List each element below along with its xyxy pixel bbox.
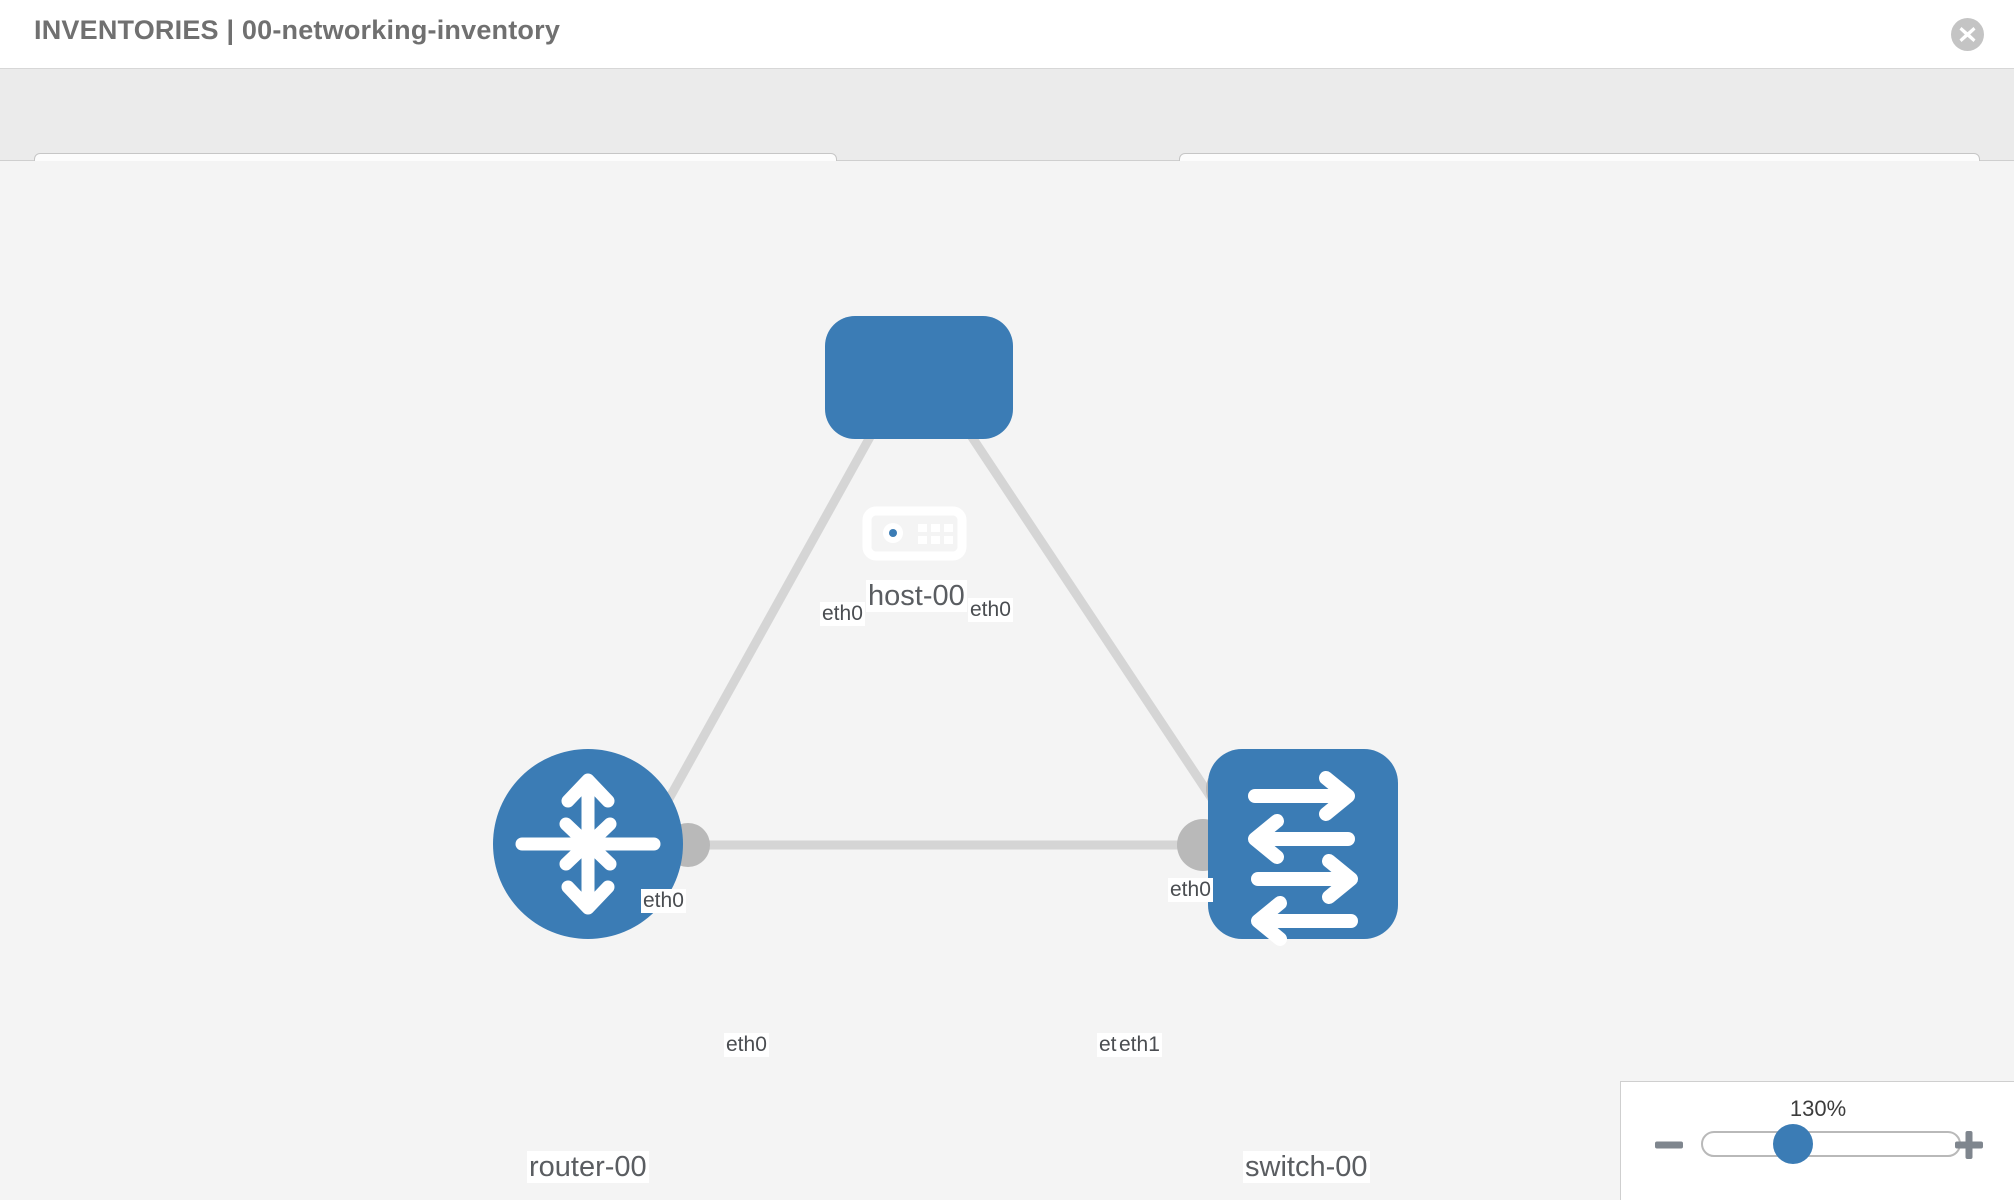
page-title: INVENTORIES | 00-networking-inventory [34,15,561,45]
zoom-slider-track[interactable] [1701,1131,1961,1157]
edge-label-router00-eth0: eth0 [724,1033,769,1058]
topology-graph [493,316,1398,946]
zoom-control-panel: 130% [1620,1081,2014,1200]
zoom-slider-thumb[interactable] [1773,1124,1813,1164]
topology-toolbar: ACTIONS SEARCH [0,69,2014,207]
edge-label-host00-eth0-left: eth0 [820,602,865,627]
zoom-percent-label: 130% [1789,1096,1847,1121]
node-label-switch-00: switch-00 [1243,1151,1370,1184]
edge-label-host00-eth0-right: eth0 [968,598,1013,623]
node-host-00 [825,316,1013,561]
edge-host00-switch00 [944,398,1244,844]
node-label-router-00: router-00 [527,1151,649,1184]
edge-label-switch00-uplink-eth0: eth0 [1168,878,1213,903]
zoom-out-button[interactable] [1651,1127,1687,1163]
node-router-00 [493,749,683,939]
topology-edges [636,398,1244,854]
edge-host00-router00 [636,398,894,854]
server-icon [862,506,967,561]
zoom-in-button[interactable] [1951,1127,1987,1163]
close-icon[interactable] [1951,18,1984,51]
topology-canvas[interactable]: eth0 host-00 eth0 eth0 eth0 eth0 eth0 et… [0,161,2014,1200]
page-header: INVENTORIES | 00-networking-inventory [0,0,2014,69]
topology-ports [666,387,1258,871]
router-arrows-icon [515,773,661,915]
edge-label-router00-uplink-eth0: eth0 [641,889,686,914]
node-switch-00 [1208,749,1398,946]
edge-label-switch00-eth1: eth1 [1117,1033,1162,1058]
node-label-host-00: host-00 [866,580,967,613]
switch-arrows-icon [1248,771,1358,946]
